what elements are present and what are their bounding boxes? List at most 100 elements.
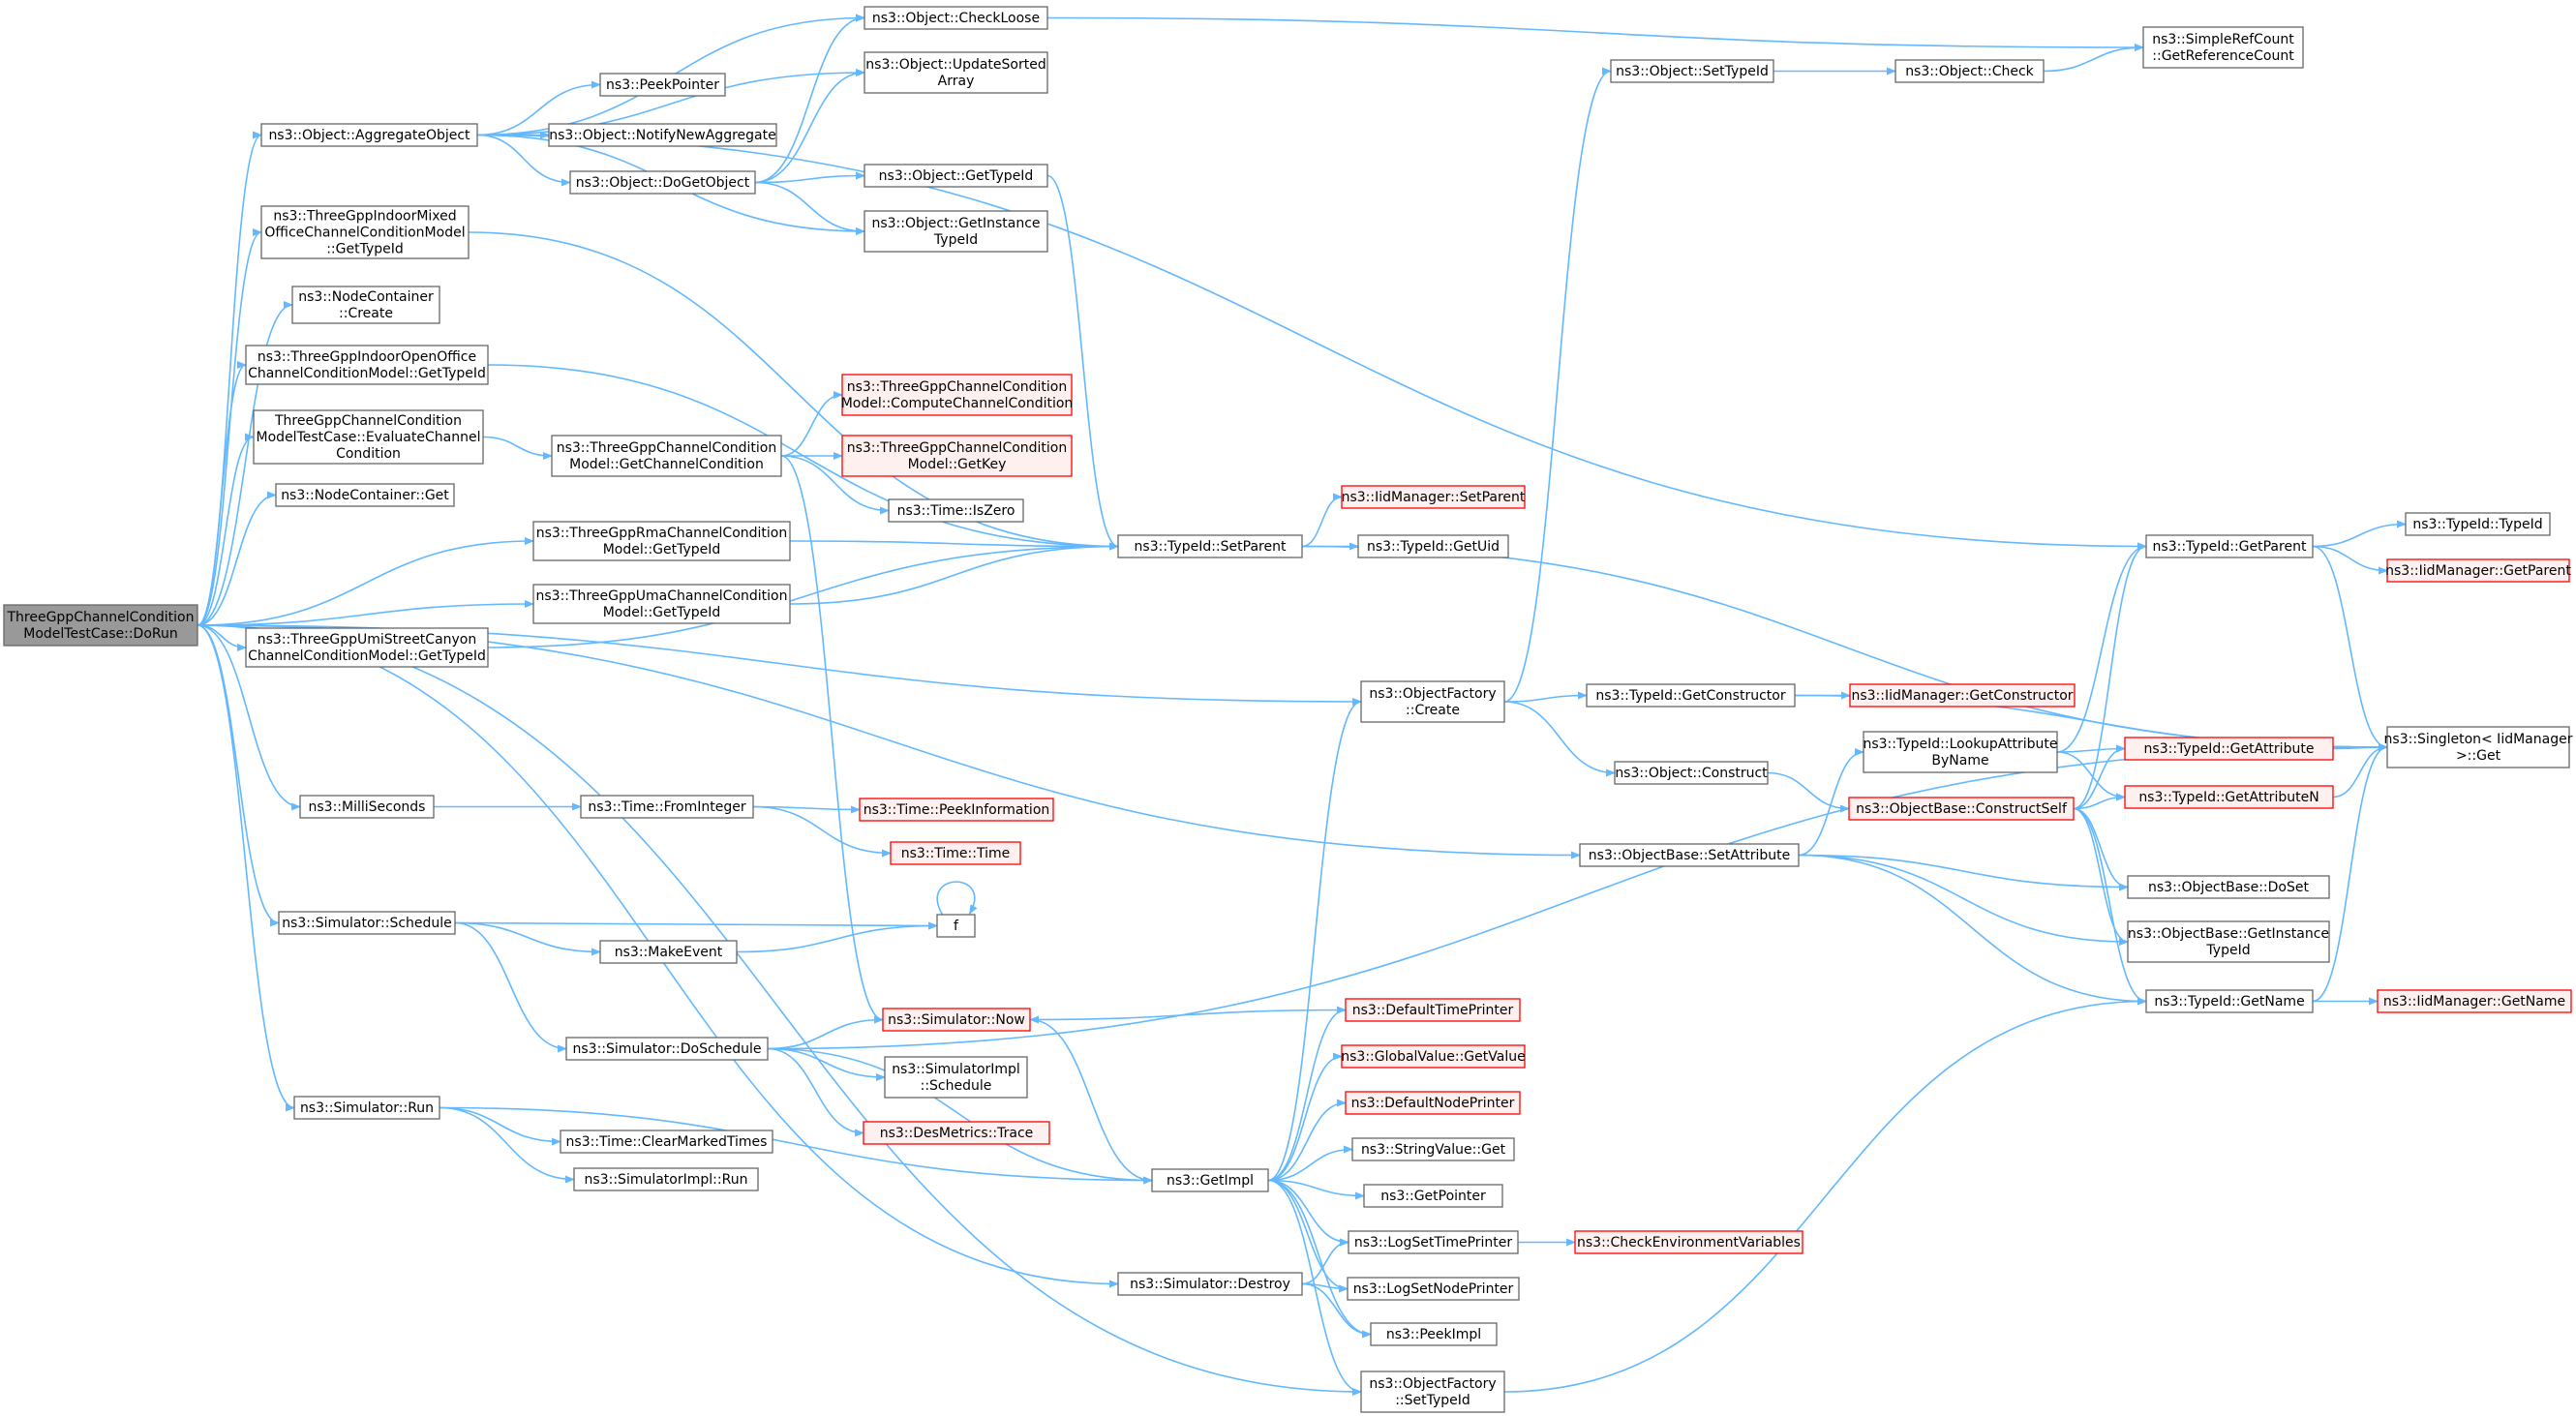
- node-nccreate[interactable]: ns3::NodeContainer::Create: [291, 286, 440, 324]
- node-simdestroy[interactable]: ns3::Simulator::Destroy: [1117, 1272, 1303, 1296]
- edge-mixed-to-setparent: [468, 231, 1119, 551]
- node-peekinfo[interactable]: ns3::Time::PeekInformation: [859, 798, 1054, 822]
- edge-setattribute-to-doset: [1798, 854, 2129, 891]
- edge-setparent-to-iidsetparent: [1301, 493, 1343, 548]
- node-gvgetvalue[interactable]: ns3::GlobalValue::GetValue: [1341, 1044, 1526, 1069]
- node-objconstruct[interactable]: ns3::Object::Construct: [1614, 761, 1769, 785]
- node-aggregate[interactable]: ns3::Object::AggregateObject: [260, 123, 478, 147]
- node-getimpl[interactable]: ns3::GetImpl: [1151, 1168, 1269, 1192]
- node-label: ns3::ThreeGppChannelCondition: [557, 440, 777, 456]
- node-mixed[interactable]: ns3::ThreeGppIndoorMixedOfficeChannelCon…: [260, 205, 470, 259]
- node-typeidgetctor[interactable]: ns3::TypeId::GetConstructor: [1586, 683, 1796, 708]
- node-simimplsched[interactable]: ns3::SimulatorImpl::Schedule: [884, 1056, 1028, 1099]
- node-getuid[interactable]: ns3::TypeId::GetUid: [1357, 534, 1509, 558]
- node-deftimeprinter[interactable]: ns3::DefaultTimePrinter: [1345, 998, 1521, 1022]
- node-ncget[interactable]: ns3::NodeContainer::Get: [275, 483, 455, 507]
- node-simplerefcount[interactable]: ns3::SimpleRefCount::GetReferenceCount: [2142, 26, 2304, 69]
- node-simrun[interactable]: ns3::Simulator::Run: [293, 1096, 440, 1120]
- node-box-mixed: [260, 205, 470, 259]
- node-doset[interactable]: ns3::ObjectBase::DoSet: [2127, 875, 2330, 899]
- node-checkenv[interactable]: ns3::CheckEnvironmentVariables: [1574, 1230, 1803, 1254]
- node-doschedule[interactable]: ns3::Simulator::DoSchedule: [565, 1037, 769, 1061]
- node-box-peekinfo: [859, 798, 1054, 822]
- node-typeidtypeid[interactable]: ns3::TypeId::TypeId: [2405, 512, 2551, 536]
- edge-setattribute-to-obgetinst: [1798, 854, 2129, 946]
- node-iidsetparent[interactable]: ns3::IidManager::SetParent: [1341, 485, 1526, 509]
- node-defnodeprinter[interactable]: ns3::DefaultNodePrinter: [1345, 1091, 1521, 1115]
- node-notifynew[interactable]: ns3::Object::NotifyNewAggregate: [548, 123, 777, 147]
- node-box-ofsettypeid: [1360, 1371, 1505, 1413]
- node-label: ::GetTypeId: [326, 242, 404, 257]
- node-getchcond[interactable]: ns3::ThreeGppChannelConditionModel::GetC…: [551, 435, 782, 477]
- node-typeidgetparent[interactable]: ns3::TypeId::GetParent: [2145, 534, 2314, 558]
- node-constructself[interactable]: ns3::ObjectBase::ConstructSelf: [1848, 797, 2075, 821]
- node-millis[interactable]: ns3::MilliSeconds: [299, 795, 435, 819]
- node-label: ns3::GlobalValue::GetValue: [1341, 1049, 1525, 1065]
- edge-checkloose-to-simplerefcount: [1046, 16, 2144, 51]
- node-logsetnode[interactable]: ns3::LogSetNodePrinter: [1347, 1277, 1520, 1301]
- node-peekimpl[interactable]: ns3::PeekImpl: [1370, 1322, 1498, 1346]
- node-rma[interactable]: ns3::ThreeGppRmaChannelConditionModel::G…: [532, 521, 791, 561]
- node-getattribute[interactable]: ns3::TypeId::GetAttribute: [2124, 737, 2334, 761]
- node-objsettypeid[interactable]: ns3::Object::SetTypeId: [1610, 59, 1774, 83]
- node-label: ns3::ThreeGppRmaChannelCondition: [536, 526, 787, 541]
- node-openoffice[interactable]: ns3::ThreeGppIndoorOpenOfficeChannelCond…: [245, 345, 489, 385]
- node-getpointer[interactable]: ns3::GetPointer: [1363, 1184, 1503, 1208]
- node-clearmarked[interactable]: ns3::Time::ClearMarkedTimes: [560, 1130, 773, 1154]
- node-uca[interactable]: ns3::ThreeGppUmiStreetCanyonChannelCondi…: [245, 627, 489, 668]
- node-simimplrun[interactable]: ns3::SimulatorImpl::Run: [573, 1167, 759, 1191]
- node-layer: ThreeGppChannelConditionModelTestCase::D…: [3, 6, 2573, 1413]
- node-logsettime[interactable]: ns3::LogSetTimePrinter: [1348, 1230, 1519, 1254]
- node-label: ::Create: [1406, 703, 1460, 718]
- node-makeevent[interactable]: ns3::MakeEvent: [599, 940, 738, 964]
- node-box-iidsetparent: [1341, 485, 1526, 509]
- node-label: ns3::MilliSeconds: [309, 799, 426, 815]
- edge-uca-to-setparent: [487, 542, 1119, 648]
- node-iszero[interactable]: ns3::Time::IsZero: [888, 498, 1024, 523]
- node-simnow[interactable]: ns3::Simulator::Now: [882, 1008, 1031, 1032]
- node-box-getattributen: [2124, 785, 2334, 809]
- edge-getimpl-to-logsetnode: [1267, 1179, 1349, 1293]
- node-dogetobject[interactable]: ns3::Object::DoGetObject: [569, 170, 756, 195]
- node-box-uma: [532, 584, 791, 624]
- node-f[interactable]: f: [936, 914, 976, 938]
- node-objcheck[interactable]: ns3::Object::Check: [1894, 59, 2045, 83]
- node-peekpointer[interactable]: ns3::PeekPointer: [599, 73, 726, 97]
- node-timefromint[interactable]: ns3::Time::FromInteger: [580, 795, 754, 819]
- node-setparent[interactable]: ns3::TypeId::SetParent: [1117, 534, 1303, 558]
- node-singleton[interactable]: ns3::Singleton< IidManager>::Get: [2384, 726, 2573, 768]
- node-objgettypeid[interactable]: ns3::Object::GetTypeId: [864, 164, 1048, 188]
- node-box-logsetnode: [1347, 1277, 1520, 1301]
- node-label: Condition: [336, 446, 401, 462]
- node-checkloose[interactable]: ns3::Object::CheckLoose: [864, 6, 1048, 30]
- node-uma[interactable]: ns3::ThreeGppUmaChannelConditionModel::G…: [532, 584, 791, 624]
- node-evaluate[interactable]: ThreeGppChannelConditionModelTestCase::E…: [253, 409, 484, 465]
- node-getkey[interactable]: ns3::ThreeGppChannelConditionModel::GetK…: [841, 435, 1073, 477]
- node-label: ns3::PeekPointer: [606, 77, 719, 93]
- node-typeidgetname[interactable]: ns3::TypeId::GetName: [2145, 989, 2314, 1013]
- node-iidgetname[interactable]: ns3::IidManager::GetName: [2377, 989, 2572, 1013]
- node-schedule[interactable]: ns3::Simulator::Schedule: [278, 911, 456, 935]
- node-setattribute[interactable]: ns3::ObjectBase::SetAttribute: [1579, 843, 1800, 867]
- node-strvalget[interactable]: ns3::StringValue::Get: [1351, 1137, 1515, 1161]
- node-getattributen[interactable]: ns3::TypeId::GetAttributeN: [2124, 785, 2334, 809]
- node-ofcreate[interactable]: ns3::ObjectFactory::Create: [1360, 680, 1505, 723]
- node-label: ns3::TypeId::SetParent: [1135, 539, 1287, 555]
- node-box-millis: [299, 795, 435, 819]
- node-dorun[interactable]: ThreeGppChannelConditionModelTestCase::D…: [3, 604, 198, 647]
- node-label: ns3::Simulator::Schedule: [282, 916, 452, 931]
- edge-getchcond-to-simnow: [780, 455, 884, 1024]
- node-computecc[interactable]: ns3::ThreeGppChannelConditionModel::Comp…: [841, 374, 1074, 416]
- node-timetime[interactable]: ns3::Time::Time: [890, 841, 1021, 865]
- node-label: ns3::ObjectFactory: [1369, 1376, 1496, 1392]
- node-desmetrics[interactable]: ns3::DesMetrics::Trace: [863, 1121, 1050, 1145]
- node-ofsettypeid[interactable]: ns3::ObjectFactory::SetTypeId: [1360, 1371, 1505, 1413]
- node-iidgetctor[interactable]: ns3::IidManager::GetConstructor: [1849, 683, 2076, 708]
- edge-dorun-to-ncget: [197, 491, 277, 626]
- node-iidgetparent[interactable]: ns3::IidManager::GetParent: [2385, 558, 2571, 583]
- node-box-obgetinst: [2127, 920, 2330, 963]
